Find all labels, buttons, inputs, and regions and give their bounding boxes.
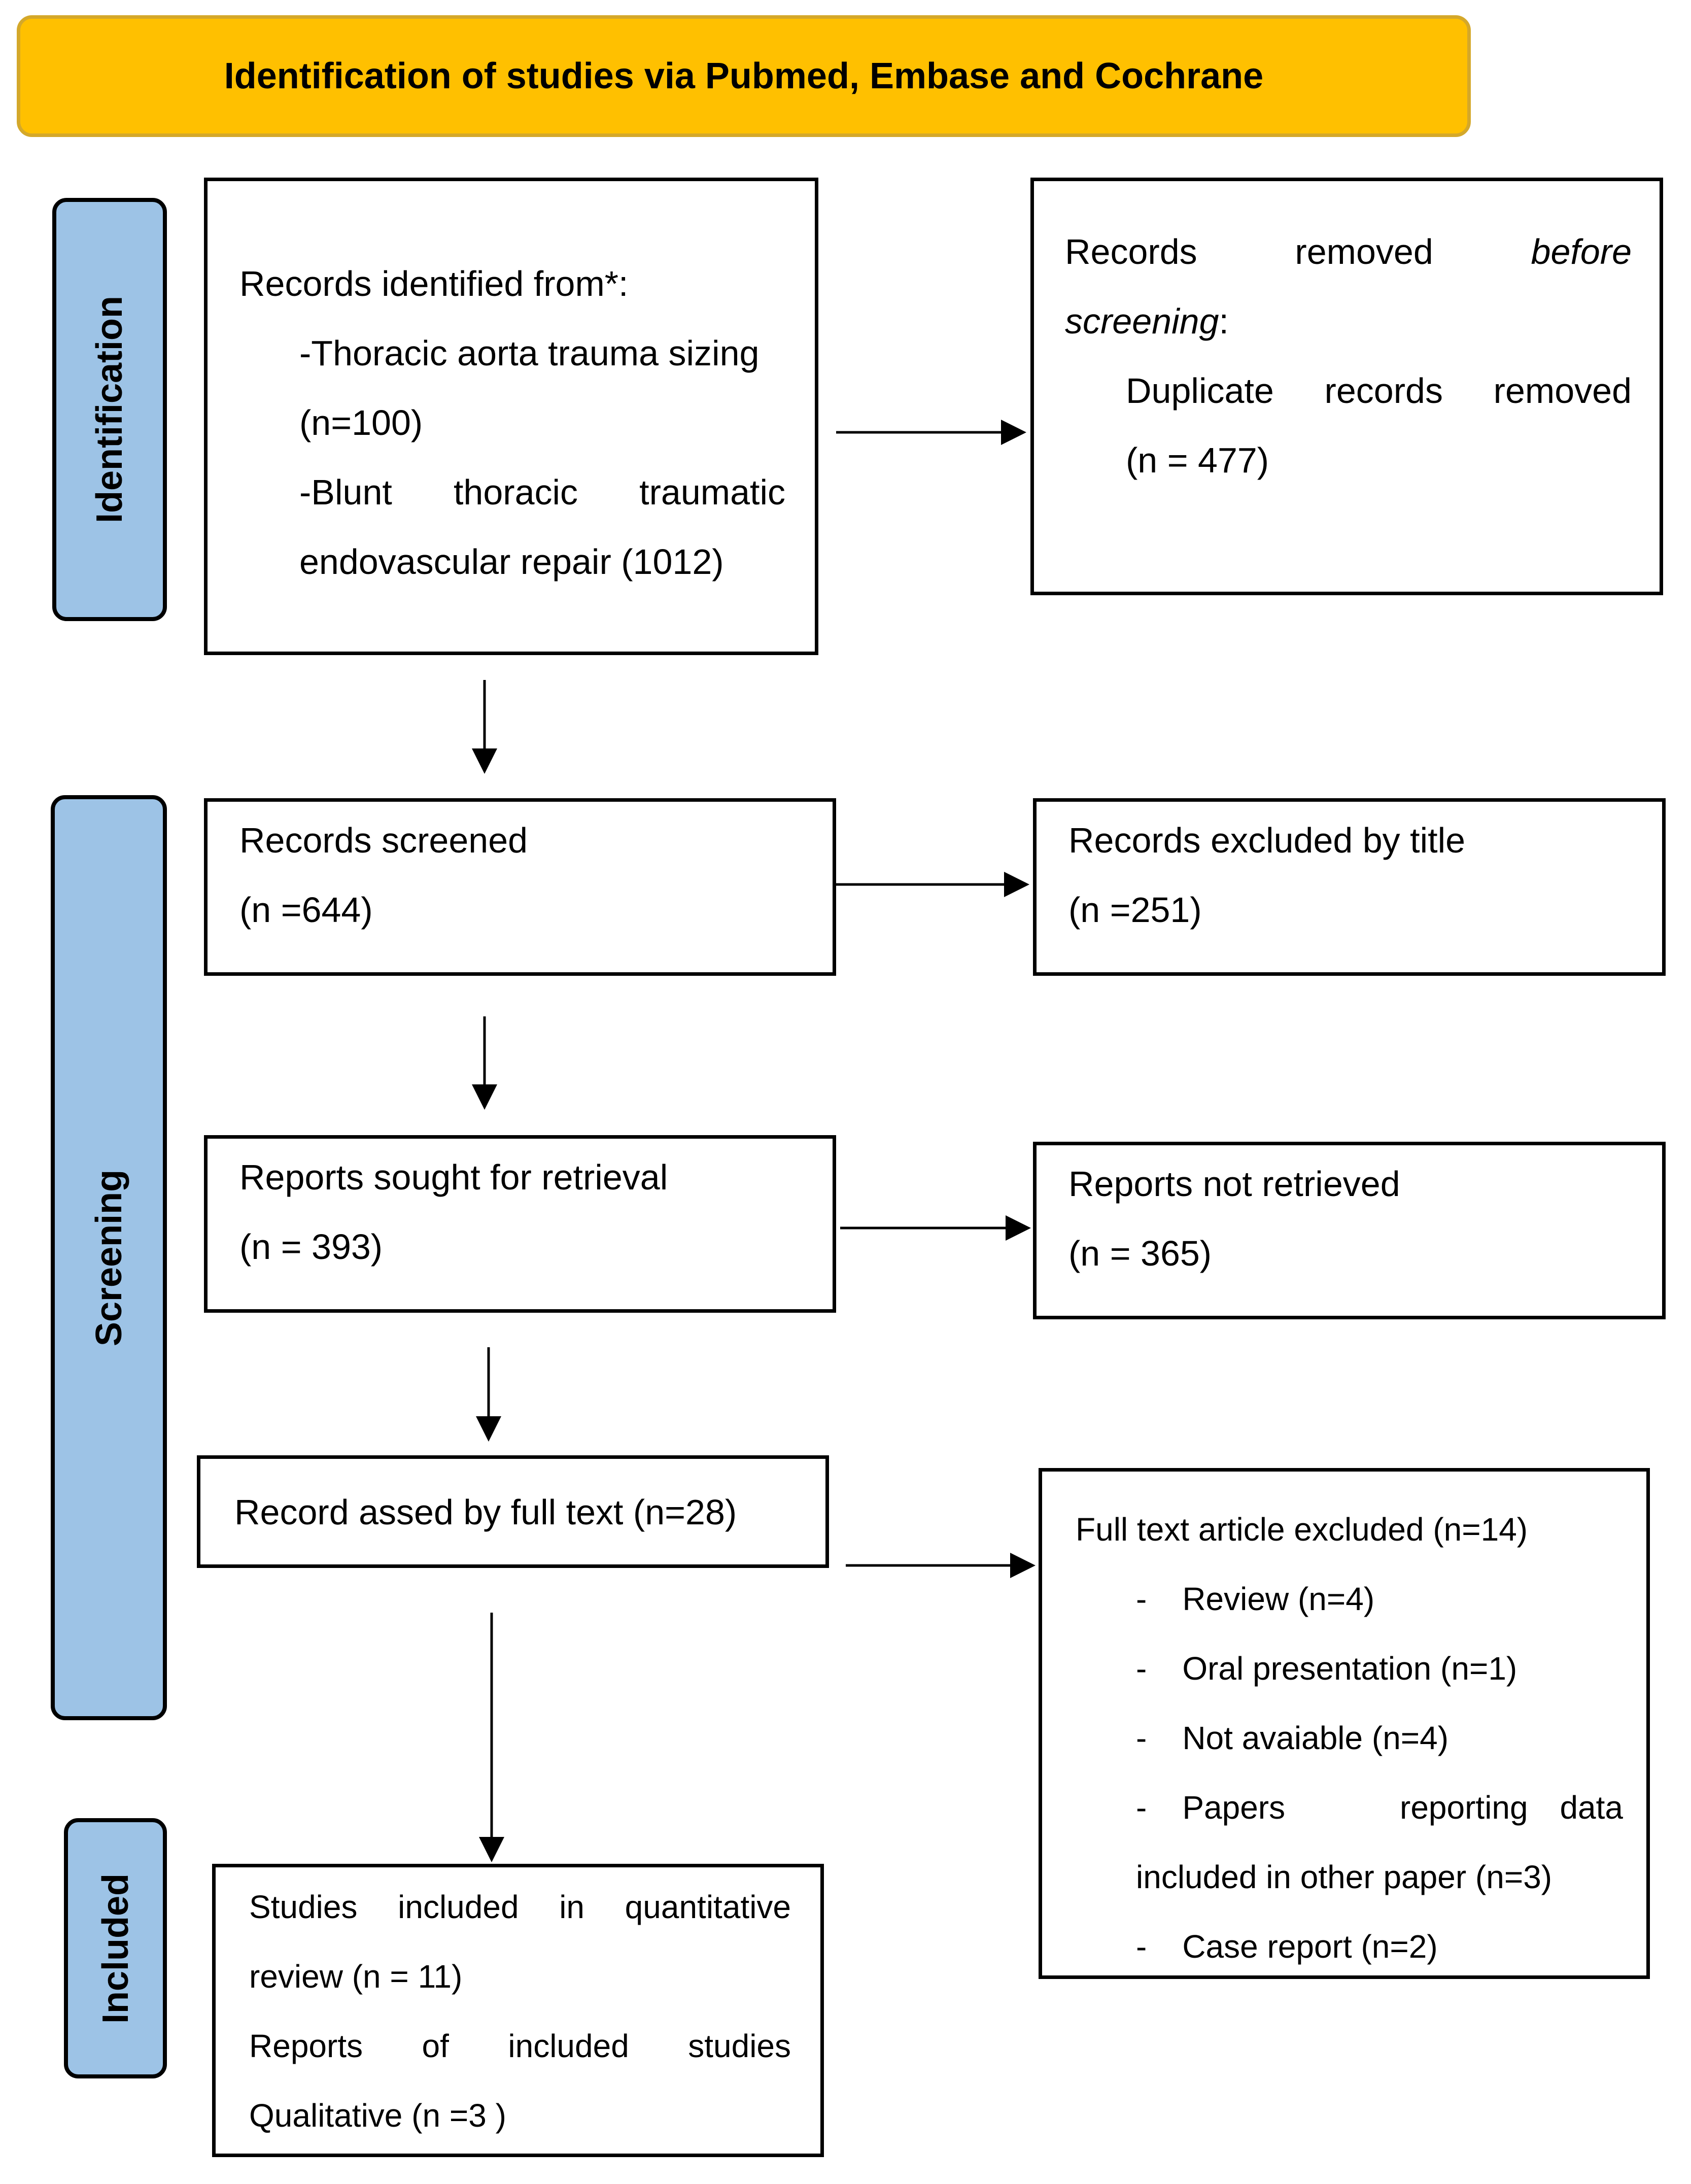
records-removed-box: Records removed before screening: Duplic… <box>1030 178 1663 595</box>
records-excluded-title-count: (n =251) <box>1068 890 1202 930</box>
stage-identification: Identification <box>52 198 167 621</box>
reports-sought-box: Reports sought for retrieval (n = 393) <box>204 1135 836 1313</box>
reports-not-retrieved-box: Reports not retrieved (n = 365) <box>1033 1142 1666 1319</box>
excluded-item-case-report: -Case report (n=2) <box>1136 1928 1438 1965</box>
excluded-item-papers-cont: included in other paper (n=3) <box>1136 1859 1552 1895</box>
reports-not-retrieved-title: Reports not retrieved <box>1068 1164 1400 1204</box>
records-screened-title: Records screened <box>239 821 528 860</box>
reports-included-qualitative: Reports of included studies <box>249 2028 791 2064</box>
stage-screening: Screening <box>51 795 167 1720</box>
records-identified-count-1: (n=100) <box>299 403 423 442</box>
records-excluded-title-label: Records excluded by title <box>1068 821 1466 860</box>
reports-sought-count: (n = 393) <box>239 1227 383 1267</box>
records-identified-source-2: -Blunt thoracic traumatic <box>299 472 786 512</box>
studies-included-quantitative: Studies included in quantitative <box>249 1889 791 1925</box>
records-identified-box: Records identified from*: -Thoracic aort… <box>204 178 818 655</box>
studies-included-box: Studies included in quantitative review … <box>212 1864 824 2157</box>
duplicate-records-removed: Duplicate records removed <box>1126 371 1632 411</box>
records-screened-box: Records screened (n =644) <box>204 798 836 976</box>
reports-included-qualitative-count: Qualitative (n =3 ) <box>249 2097 506 2134</box>
records-identified-source-2-cont: endovascular repair (1012) <box>299 542 724 582</box>
records-excluded-title-box: Records excluded by title (n =251) <box>1033 798 1666 976</box>
header-banner: Identification of studies via Pubmed, Em… <box>17 15 1471 137</box>
records-removed-title: Records removed before <box>1065 232 1632 271</box>
studies-included-quantitative-count: review (n = 11) <box>249 1958 463 1995</box>
excluded-item-review: -Review (n=4) <box>1136 1581 1375 1617</box>
records-removed-title-cont: screening: <box>1065 301 1229 341</box>
full-text-assessed-title: Record assed by full text (n=28) <box>234 1492 737 1532</box>
duplicate-records-count: (n = 477) <box>1126 440 1269 480</box>
records-identified-source-1: -Thoracic aorta trauma sizing <box>299 333 760 373</box>
full-text-excluded-box: Full text article excluded (n=14) -Revie… <box>1039 1468 1650 1979</box>
stage-included: Included <box>64 1818 167 2078</box>
full-text-assessed-box: Record assed by full text (n=28) <box>197 1455 829 1568</box>
reports-sought-title: Reports sought for retrieval <box>239 1157 668 1197</box>
excluded-item-oral: -Oral presentation (n=1) <box>1136 1650 1517 1687</box>
excluded-item-not-available: -Not avaiable (n=4) <box>1136 1720 1449 1756</box>
reports-not-retrieved-count: (n = 365) <box>1068 1234 1212 1273</box>
header-title: Identification of studies via Pubmed, Em… <box>224 56 1264 96</box>
full-text-excluded-title: Full text article excluded (n=14) <box>1076 1511 1528 1548</box>
records-screened-count: (n =644) <box>239 890 373 930</box>
records-identified-title: Records identified from*: <box>239 264 629 303</box>
